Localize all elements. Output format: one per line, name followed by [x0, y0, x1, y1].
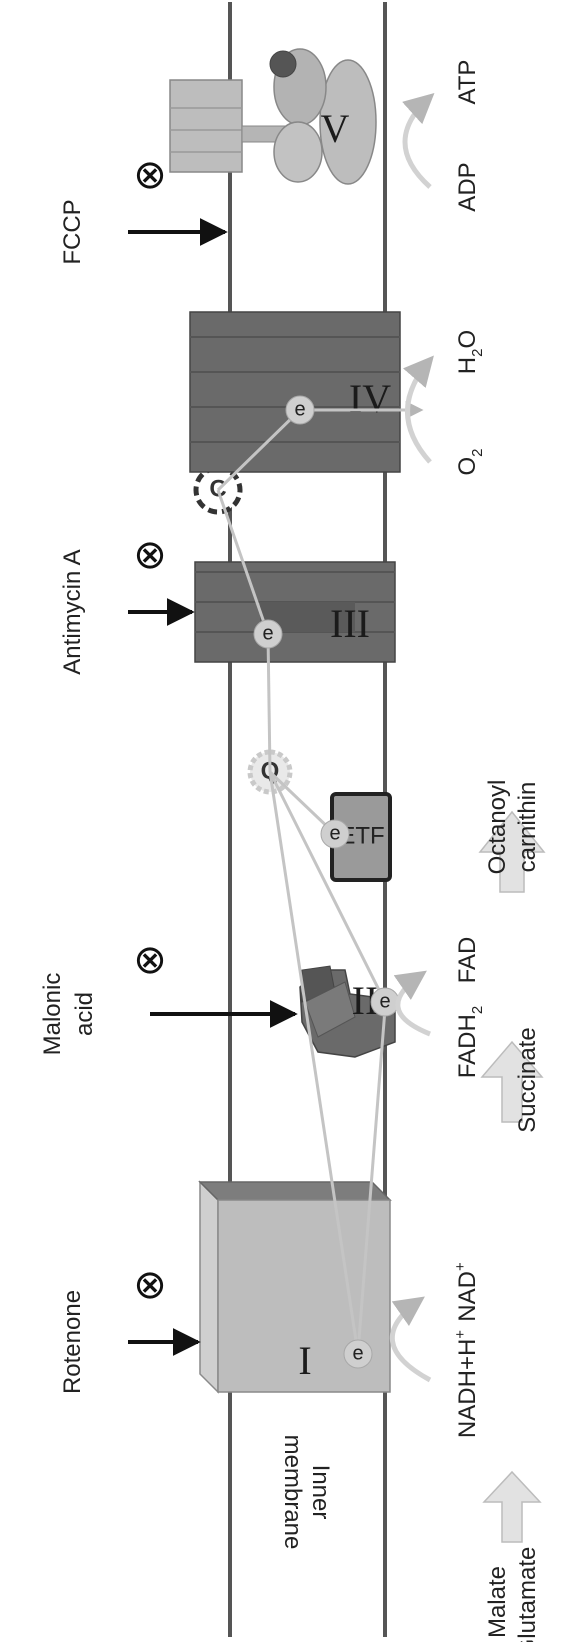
o2-label: O2 [454, 448, 486, 475]
fccp-label: FCCP [59, 199, 86, 264]
electron-label: e [294, 398, 305, 420]
malonic-inhibit-icon: ⊗ [133, 937, 167, 983]
malonic-label-line2: acid [71, 992, 98, 1036]
h2o-h: H [454, 357, 481, 374]
malate-glutamate-arrow [484, 1472, 540, 1542]
h2o-o: O [454, 330, 481, 349]
atp-label: ATP [454, 60, 481, 105]
electron-label: e [329, 822, 340, 844]
rotenone-inhibitor: ⊗ [128, 1262, 198, 1342]
inner-membrane-line1: Inner [307, 1465, 334, 1520]
octanoyl-label-line1: Octanoyl [484, 780, 511, 875]
h2o-label: H2O [454, 330, 486, 374]
complex-v-label: V [321, 106, 350, 151]
complex-v: V [170, 49, 376, 184]
fadh2-to-fad-arrow [398, 974, 430, 1034]
complex-i-label: I [298, 1338, 311, 1383]
complex-iii-label: III [330, 601, 370, 646]
nadh-label: NADH+H+ [452, 1330, 481, 1438]
nadh-text: NADH+H [454, 1339, 481, 1438]
complex-iii: III [195, 562, 395, 662]
nad-label: NAD+ [452, 1262, 481, 1322]
electron-ii: e [371, 988, 399, 1016]
antimycin-inhibitor: ⊗ [128, 532, 192, 612]
fadh2-text: FADH [454, 1014, 481, 1078]
antimycin-inhibit-icon: ⊗ [133, 532, 167, 578]
nad-text: NAD [454, 1271, 481, 1322]
curved-arrows [392, 97, 430, 1380]
rotenone-inhibit-icon: ⊗ [133, 1262, 167, 1308]
complex-iv-label: IV [349, 376, 391, 421]
electron-etf: e [321, 820, 349, 848]
antimycin-label: Antimycin A [59, 549, 86, 674]
octanoyl-label-line2: carnithin [514, 782, 541, 873]
fccp-inhibit-icon: ⊗ [133, 152, 167, 198]
nadh-to-nad-arrow [392, 1300, 430, 1380]
o2-text: O [454, 457, 481, 476]
rotenone-label: Rotenone [59, 1290, 86, 1394]
h2o-sub: 2 [469, 348, 486, 356]
adp-label: ADP [454, 162, 481, 211]
electron-iii: e [254, 620, 282, 648]
fad-label: FAD [454, 937, 481, 984]
electron-label: e [262, 622, 273, 644]
inner-membrane-line2: membrane [279, 1435, 306, 1550]
fadh2-label: FADH2 [454, 1006, 486, 1078]
complex-iv: IV [190, 312, 400, 472]
electron-i: e [344, 1340, 372, 1368]
succinate-label: Succinate [514, 1027, 541, 1132]
malonic-inhibitor: ⊗ [133, 937, 295, 1014]
nadh-sup: + [452, 1330, 469, 1339]
malate-label: Malate [484, 1566, 511, 1638]
nad-sup: + [452, 1262, 469, 1271]
path-q-iii [268, 634, 270, 772]
adp-to-atp-arrow [405, 97, 430, 187]
inner-membrane-label: Inner membrane [279, 1435, 334, 1550]
electron-iv: e [286, 396, 314, 424]
o2-sub: 2 [469, 448, 486, 456]
fadh2-sub: 2 [469, 1006, 486, 1014]
malonic-label-line1: Malonic [39, 973, 66, 1056]
electron-label: e [379, 990, 390, 1012]
glutamate-label: Glutamate [514, 1547, 541, 1642]
electron-label: e [352, 1342, 363, 1364]
